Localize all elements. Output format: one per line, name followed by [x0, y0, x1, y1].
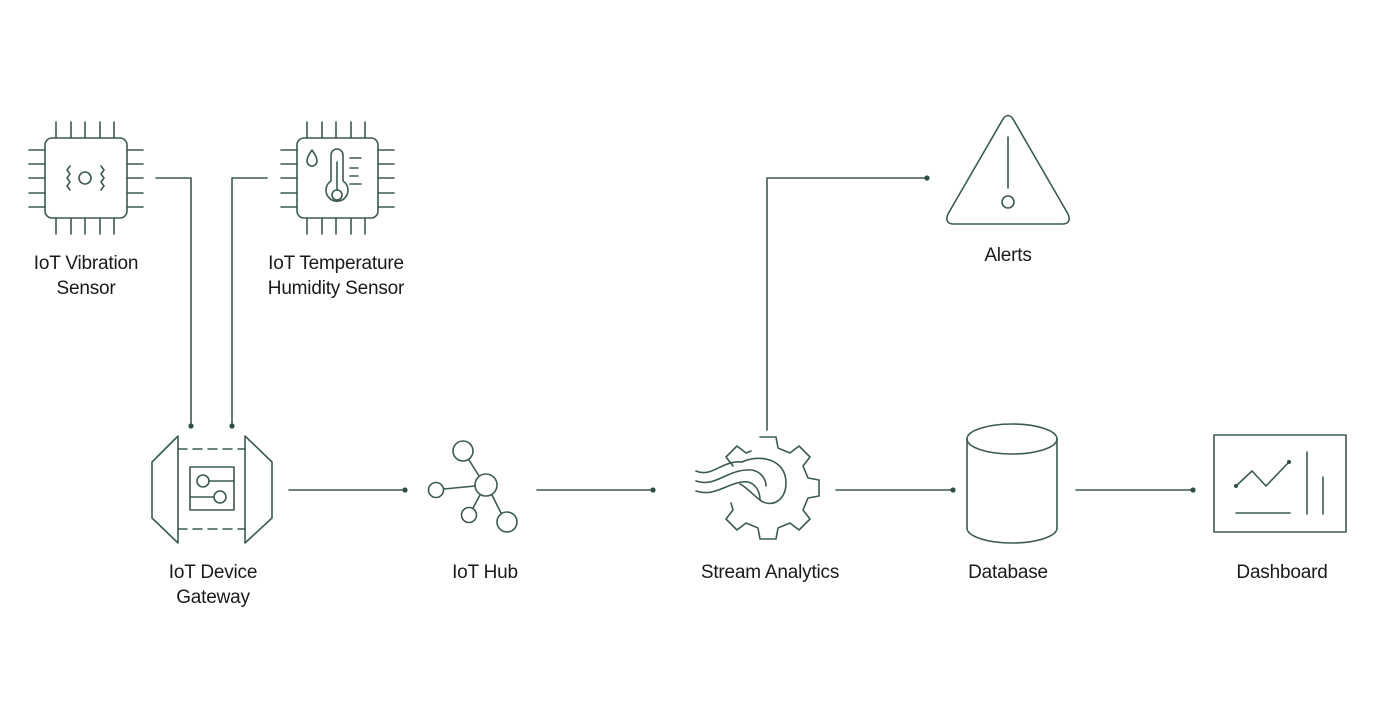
label-line: IoT Temperature [268, 253, 404, 274]
edge-vibration-to-gateway [155, 177, 194, 429]
label-line: Stream Analytics [700, 562, 840, 583]
label-alerts: Alerts [958, 243, 1058, 268]
label-line: Sensor [56, 278, 116, 299]
edge-hub-to-stream [536, 487, 656, 493]
label-line: Humidity Sensor [267, 278, 405, 299]
label-temperature-sensor: IoT Temperature Humidity Sensor [255, 251, 417, 301]
hub-network-icon [427, 440, 518, 533]
database-cylinder-icon [966, 423, 1058, 544]
edge-gateway-to-hub [288, 487, 408, 493]
label-stream-analytics: Stream Analytics [680, 560, 860, 585]
label-database: Database [948, 560, 1068, 585]
chip-vibration-icon [28, 121, 144, 235]
label-iot-hub: IoT Hub [425, 560, 545, 585]
edge-stream-to-database [835, 487, 956, 493]
edge-stream-to-alerts [766, 175, 930, 431]
label-line: Gateway [176, 587, 250, 608]
chip-thermometer-icon [280, 121, 395, 235]
chip-pins [28, 121, 144, 235]
label-line: IoT Hub [452, 562, 518, 583]
label-line: IoT Vibration [33, 253, 139, 274]
gear-stream-icon [695, 436, 820, 540]
edge-database-to-dashboard [1075, 487, 1196, 493]
label-line: IoT Device [168, 562, 258, 583]
gateway-icon [151, 435, 273, 544]
label-dashboard: Dashboard [1222, 560, 1342, 585]
label-line: Database [968, 562, 1048, 583]
label-vibration-sensor: IoT Vibration Sensor [25, 251, 147, 301]
warning-triangle-icon [946, 114, 1070, 225]
label-line: Dashboard [1236, 562, 1328, 583]
edge-temperature-to-gateway [229, 177, 268, 429]
label-device-gateway: IoT Device Gateway [148, 560, 278, 610]
dashboard-chart-icon [1213, 434, 1347, 533]
label-line: Alerts [984, 245, 1032, 266]
chip-pins [280, 121, 395, 235]
